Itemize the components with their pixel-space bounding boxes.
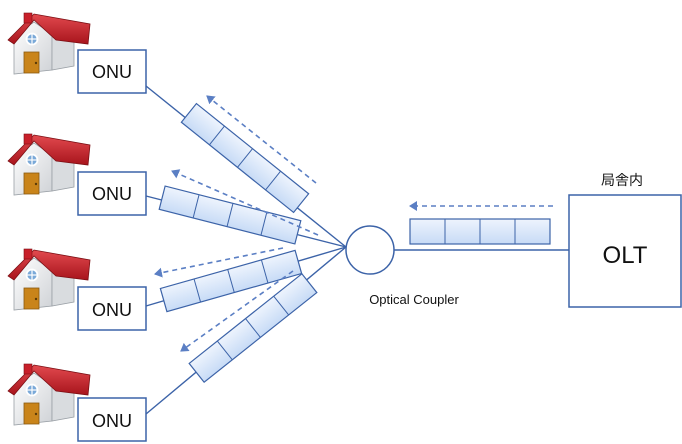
frame-train-onu-2 — [158, 185, 302, 245]
onu-node-2: ONU — [77, 171, 147, 216]
onu-node-3: ONU — [77, 286, 147, 331]
frame-train-olt — [409, 218, 551, 245]
onu-label: ONU — [92, 62, 132, 82]
olt-label: OLT — [603, 242, 648, 269]
coupler-label: Optical Coupler — [369, 292, 459, 307]
frame-train-onu-4 — [188, 272, 318, 384]
onu-node-1: ONU — [77, 49, 147, 94]
olt-location-label: 局舎内 — [601, 172, 643, 188]
onu-label: ONU — [92, 300, 132, 320]
dashed-arrows — [154, 95, 553, 352]
onu-label: ONU — [92, 411, 132, 431]
optical-coupler: Optical Coupler — [345, 225, 459, 307]
frame-train-onu-3 — [159, 249, 303, 313]
dashed-arrow-icon — [180, 270, 294, 352]
frame-train-onu-1 — [180, 102, 310, 214]
onu-node-4: ONU — [77, 397, 147, 442]
dashed-arrow-icon — [154, 247, 284, 278]
onu-label: ONU — [92, 184, 132, 204]
olt-node: OLT 局舎内 — [568, 172, 682, 308]
